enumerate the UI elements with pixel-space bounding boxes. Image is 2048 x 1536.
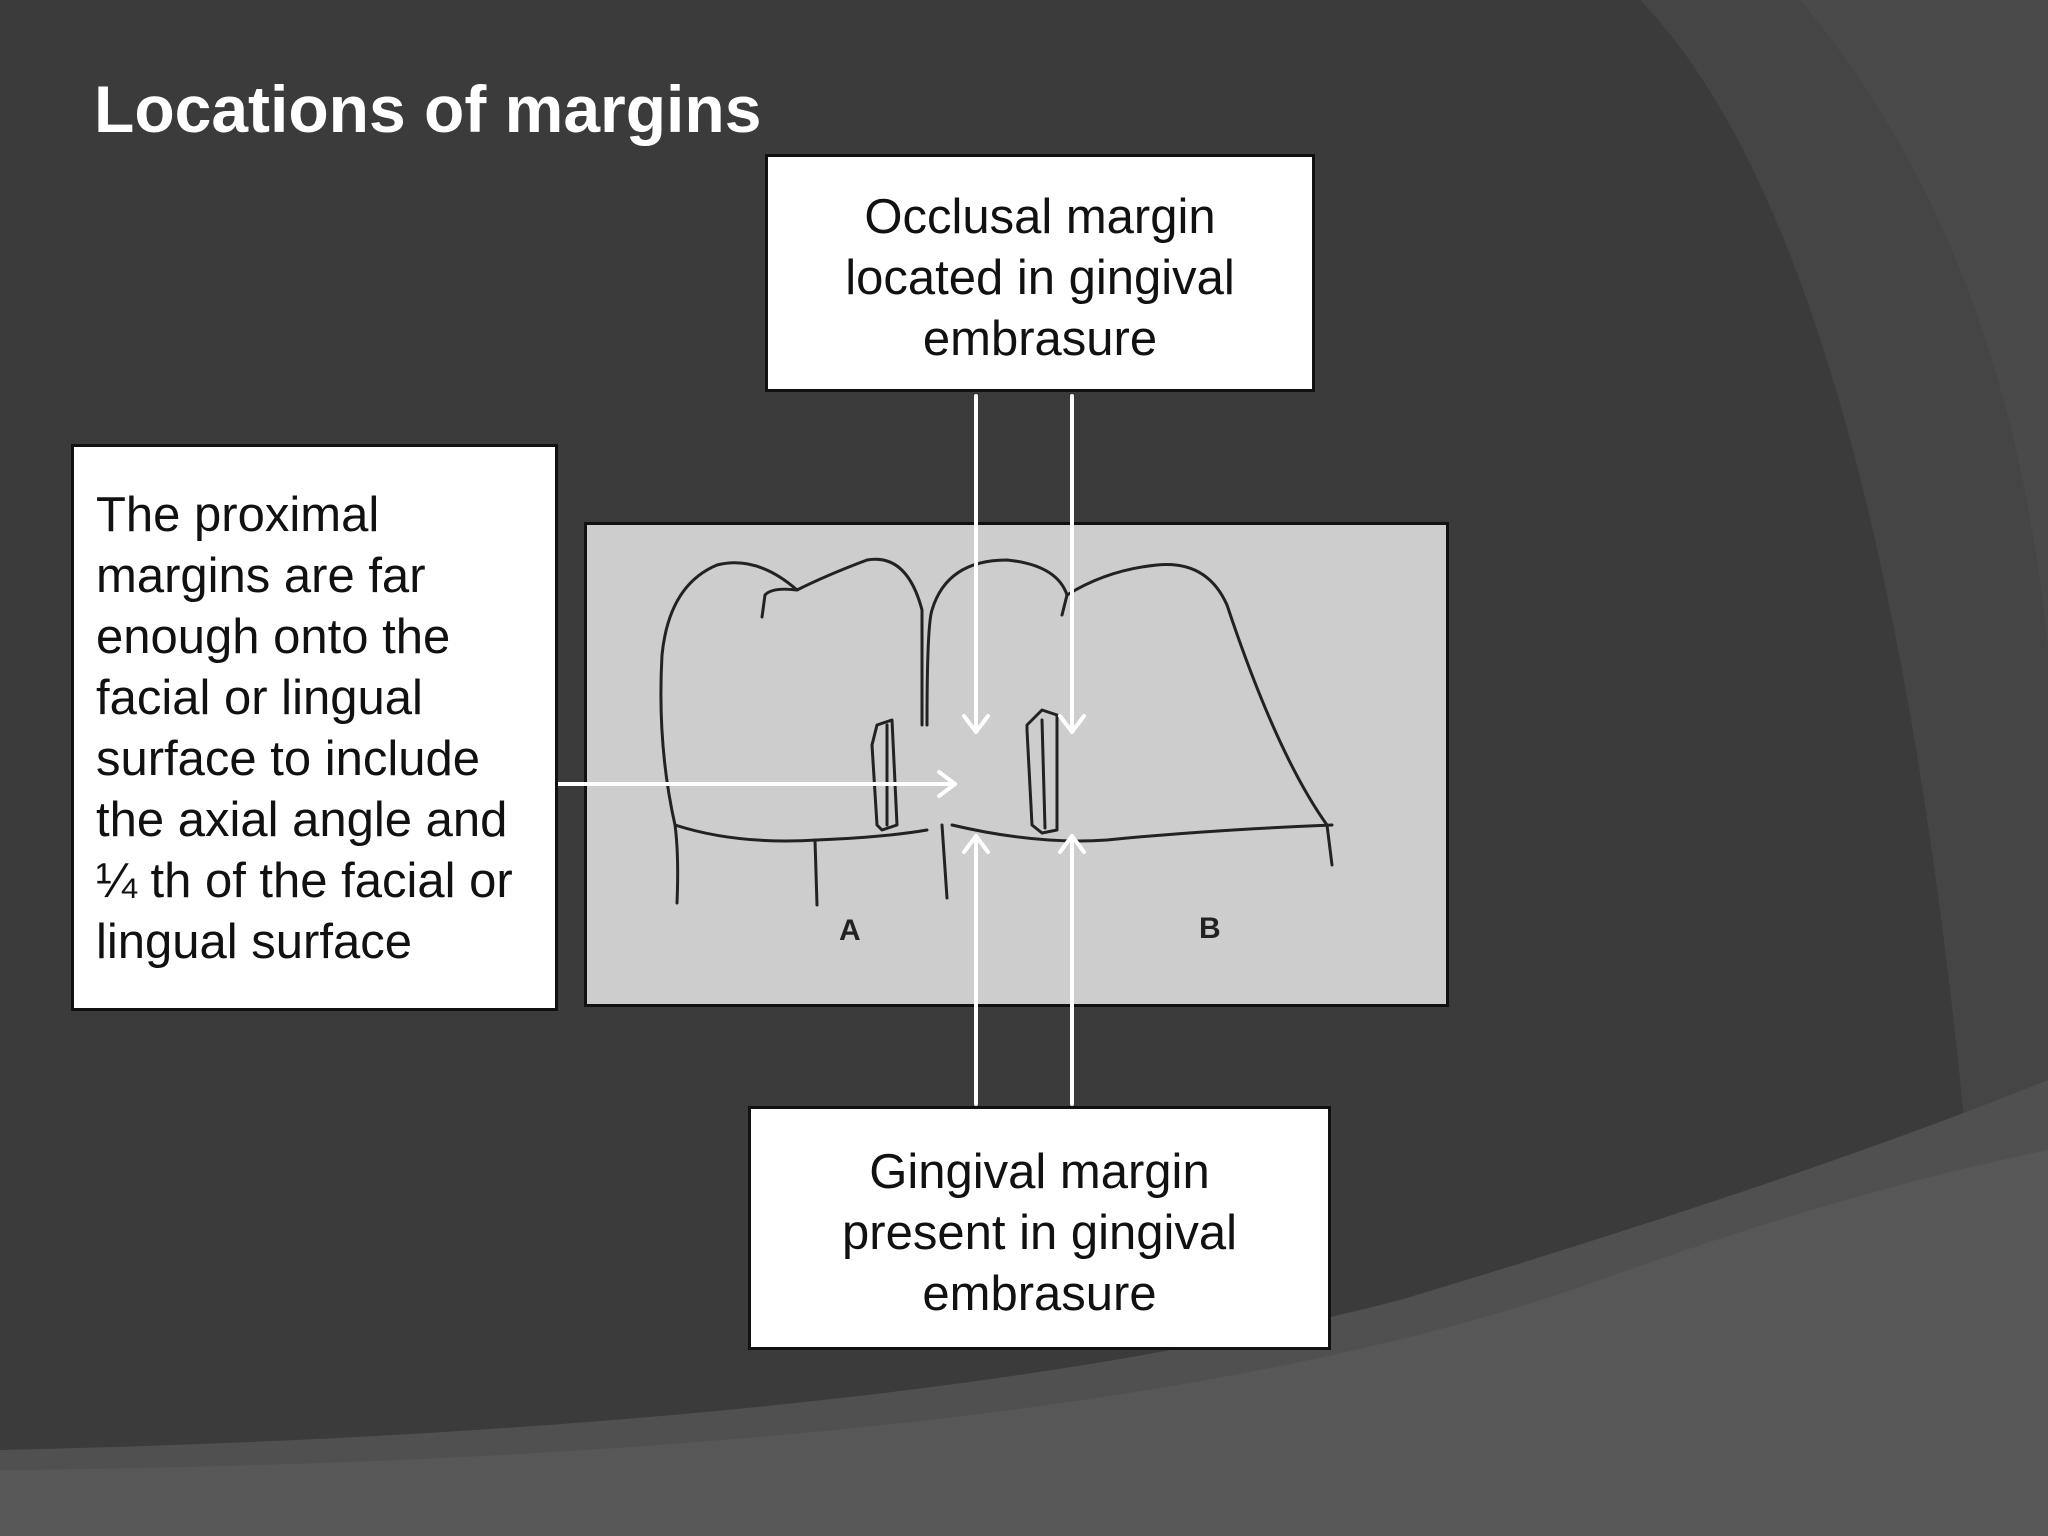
callout-line: The proximal <box>96 488 380 542</box>
gingival-margin-callout: Gingival margin present in gingival embr… <box>748 1106 1331 1350</box>
callout-line: embrasure <box>922 312 1158 366</box>
callout-line: surface to include <box>96 732 481 786</box>
callout-line: margins are far <box>96 549 426 603</box>
tooth-label-a: A <box>839 914 861 947</box>
tooth-drawing: A B <box>587 525 1446 1004</box>
callout-line: embrasure <box>922 1267 1157 1321</box>
callout-line: ¼ th of the facial or <box>96 854 513 908</box>
callout-line: located in gingival <box>845 251 1235 305</box>
callout-line: the axial angle and <box>96 793 508 847</box>
slide-title: Locations of margins <box>94 72 762 146</box>
callout-line: enough onto the <box>96 610 451 664</box>
callout-line: Occlusal margin <box>864 190 1216 244</box>
callout-line: facial or lingual <box>96 671 423 725</box>
callout-line: present in gingival <box>842 1206 1237 1260</box>
tooth-illustration: A B <box>584 522 1449 1007</box>
proximal-margins-callout: The proximal margins are far enough onto… <box>71 444 558 1011</box>
callout-line: Gingival margin <box>869 1145 1210 1199</box>
occlusal-margin-callout: Occlusal margin located in gingival embr… <box>765 154 1315 392</box>
tooth-label-b: B <box>1199 912 1221 945</box>
callout-line: lingual surface <box>96 915 412 969</box>
